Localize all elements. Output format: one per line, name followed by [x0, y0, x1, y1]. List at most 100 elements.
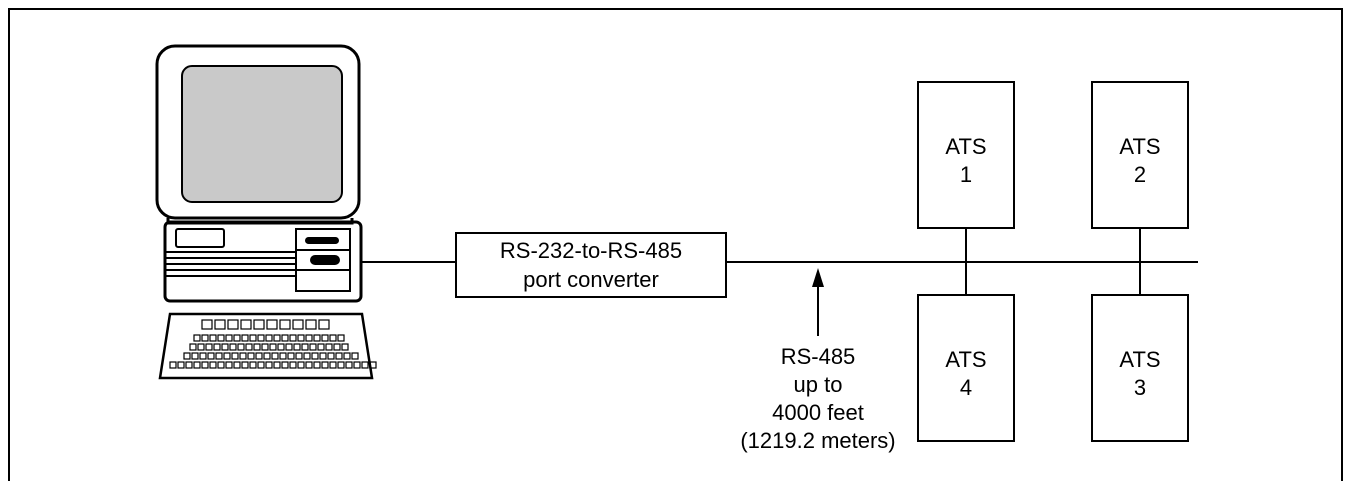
ats-number: 3: [1134, 375, 1146, 400]
keyboard-key: [288, 353, 294, 359]
ats-number: 2: [1134, 162, 1146, 187]
keyboard-key: [294, 344, 300, 350]
keyboard-key: [254, 344, 260, 350]
keyboard-key: [226, 335, 232, 341]
keyboard-key: [334, 344, 340, 350]
ats-number: 4: [960, 375, 972, 400]
keyboard-key: [202, 335, 208, 341]
keyboard-key: [254, 320, 264, 329]
keyboard-key: [258, 335, 264, 341]
keyboard-key: [362, 362, 368, 368]
keyboard-key: [206, 344, 212, 350]
floppy-slot-icon: [305, 237, 339, 244]
keyboard-key: [238, 344, 244, 350]
keyboard-key: [246, 344, 252, 350]
keyboard-key: [194, 335, 200, 341]
keyboard-key: [293, 320, 303, 329]
keyboard-key: [200, 353, 206, 359]
keyboard-key: [198, 344, 204, 350]
keyboard-key: [282, 362, 288, 368]
keyboard-key: [290, 362, 296, 368]
bus-arrow-icon: [812, 268, 824, 336]
ats-name: ATS: [945, 347, 986, 372]
keyboard-key: [298, 335, 304, 341]
keyboard-key: [278, 344, 284, 350]
keyboard-key: [272, 353, 278, 359]
keyboard-key: [320, 353, 326, 359]
keyboard-key: [256, 353, 262, 359]
keyboard-key: [216, 353, 222, 359]
keyboard-key: [286, 344, 292, 350]
panel-window: [176, 229, 224, 247]
keyboard-key: [306, 335, 312, 341]
keyboard-key: [312, 353, 318, 359]
keyboard-key: [338, 335, 344, 341]
keyboard-key: [218, 362, 224, 368]
ats-name: ATS: [945, 134, 986, 159]
ats-unit-4: ATS 4: [918, 262, 1014, 441]
port-converter: RS-232-to-RS-485 port converter: [456, 233, 726, 297]
bus-note-line3: 4000 feet: [772, 400, 864, 425]
ats-unit-2: ATS 2: [1092, 82, 1188, 262]
keyboard-key: [338, 362, 344, 368]
keyboard-key: [240, 353, 246, 359]
keyboard-key: [274, 362, 280, 368]
keyboard-key: [290, 335, 296, 341]
keyboard-key: [346, 362, 352, 368]
keyboard-key: [230, 344, 236, 350]
keyboard-key: [202, 320, 212, 329]
keyboard-key: [282, 335, 288, 341]
keyboard-key: [190, 344, 196, 350]
keyboard-key: [342, 344, 348, 350]
keyboard-key: [210, 335, 216, 341]
keyboard-key: [250, 362, 256, 368]
keyboard-key: [222, 344, 228, 350]
keyboard-key: [264, 353, 270, 359]
keyboard-key: [270, 344, 276, 350]
keyboard-key: [210, 362, 216, 368]
keyboard-key: [306, 362, 312, 368]
keyboard-key: [267, 320, 277, 329]
ats-unit-1: ATS 1: [918, 82, 1014, 262]
bus-note-line4: (1219.2 meters): [740, 428, 895, 453]
monitor-screen: [182, 66, 342, 202]
keyboard-key: [194, 362, 200, 368]
keyboard-key: [280, 320, 290, 329]
converter-label-line1: RS-232-to-RS-485: [500, 238, 682, 263]
bus-note-line2: up to: [794, 372, 843, 397]
keyboard-key: [186, 362, 192, 368]
keyboard-key: [178, 362, 184, 368]
keyboard-key: [310, 344, 316, 350]
keyboard-key: [328, 353, 334, 359]
keyboard-key: [306, 320, 316, 329]
converter-label-line2: port converter: [523, 267, 659, 292]
disk-slot-icon: [310, 255, 340, 265]
keyboard-key: [242, 335, 248, 341]
keyboard-key: [241, 320, 251, 329]
keyboard-key: [258, 362, 264, 368]
keyboard-key: [215, 320, 225, 329]
keyboard-key: [192, 353, 198, 359]
keyboard-key: [242, 362, 248, 368]
keyboard-key: [248, 353, 254, 359]
keyboard-key: [266, 335, 272, 341]
keyboard-key: [224, 353, 230, 359]
bus-note-line1: RS-485: [781, 344, 856, 369]
keyboard-key: [202, 362, 208, 368]
keyboard-keys: [170, 320, 376, 368]
keyboard-key: [322, 335, 328, 341]
keyboard-key: [318, 344, 324, 350]
keyboard-key: [250, 335, 256, 341]
keyboard-key: [234, 335, 240, 341]
ats-name: ATS: [1119, 347, 1160, 372]
keyboard-key: [218, 335, 224, 341]
keyboard-key: [298, 362, 304, 368]
keyboard-key: [322, 362, 328, 368]
keyboard-key: [314, 362, 320, 368]
keyboard-key: [262, 344, 268, 350]
ats-number: 1: [960, 162, 972, 187]
keyboard-key: [266, 362, 272, 368]
keyboard-key: [274, 335, 280, 341]
keyboard-key: [296, 353, 302, 359]
